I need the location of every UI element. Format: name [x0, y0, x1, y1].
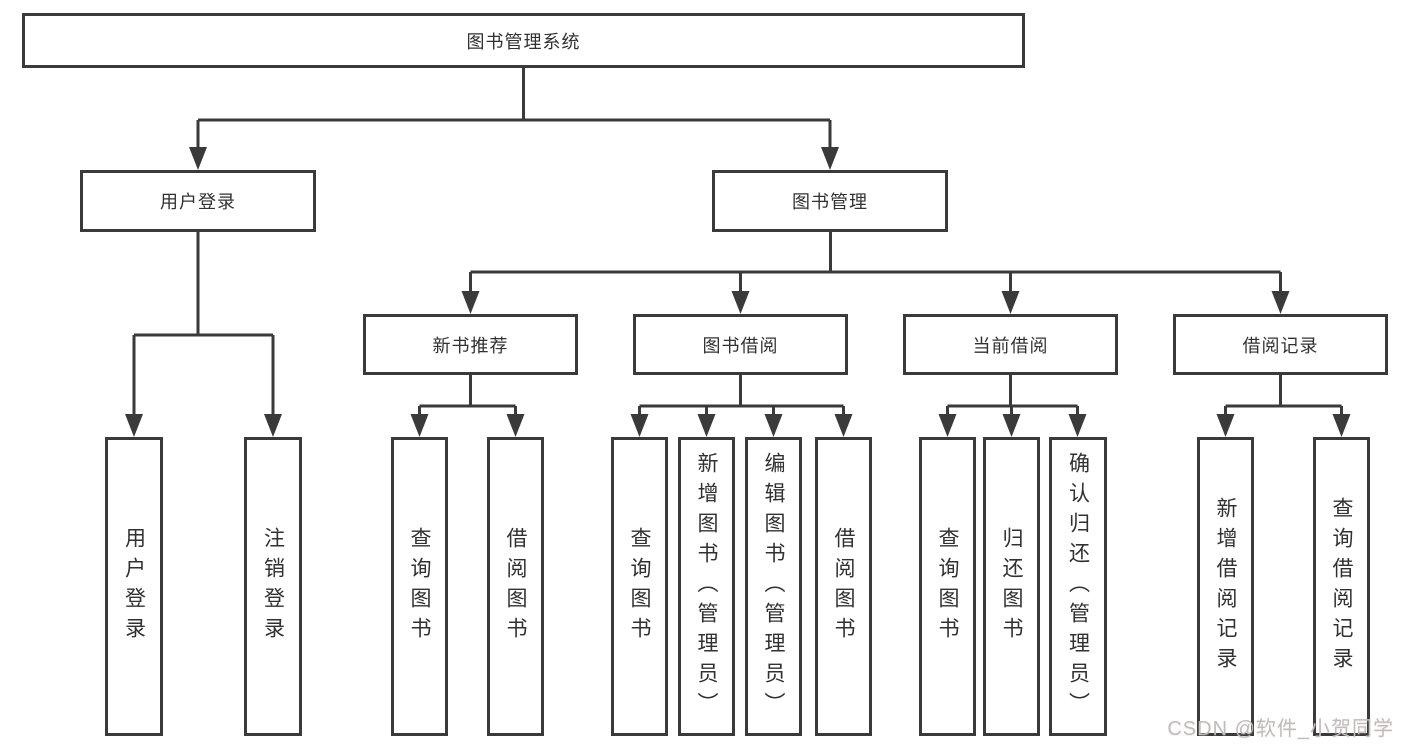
connector-user-login-branch	[132, 232, 275, 419]
leaf-borrow-books: 借阅图书	[815, 437, 872, 736]
leaf-confirm-return-admin: 确认归还（管理员）	[1049, 437, 1107, 736]
csdn-watermark: CSDN @软件_小贺同学	[1167, 718, 1394, 740]
leaf-add-borrow-record: 新增借阅记录	[1197, 437, 1254, 736]
node-current-borrow: 当前借阅	[903, 314, 1118, 375]
node-new-book-recommend: 新书推荐	[363, 314, 578, 375]
node-root-system: 图书管理系统	[22, 13, 1025, 68]
arrowheads	[125, 147, 1351, 437]
leaf-query-books-recommend: 查询图书	[391, 437, 448, 736]
connector-book-borrow-group	[638, 375, 845, 419]
connector-book-management-branch	[469, 232, 1282, 296]
leaf-query-books-borrow: 查询图书	[611, 437, 668, 736]
leaf-add-books-admin: 新增图书（管理员）	[678, 437, 735, 736]
connector-borrow-records-group	[1224, 375, 1343, 419]
connector-root-to-level2	[196, 68, 832, 152]
leaf-edit-books-admin: 编辑图书（管理员）	[745, 437, 802, 736]
leaf-return-books: 归还图书	[983, 437, 1040, 736]
leaf-borrow-books-recommend: 借阅图书	[487, 437, 544, 736]
leaf-query-borrow-record: 查询借阅记录	[1313, 437, 1370, 736]
leaf-query-books-current: 查询图书	[919, 437, 976, 736]
node-borrow-records: 借阅记录	[1173, 314, 1388, 375]
node-book-borrow: 图书借阅	[633, 314, 848, 375]
node-user-login: 用户登录	[80, 170, 316, 232]
connector-current-borrow-group	[946, 375, 1079, 419]
node-book-management: 图书管理	[712, 170, 948, 232]
connector-new-book-group	[418, 375, 517, 419]
leaf-user-login: 用户登录	[105, 437, 163, 736]
leaf-logout: 注销登录	[244, 437, 302, 736]
